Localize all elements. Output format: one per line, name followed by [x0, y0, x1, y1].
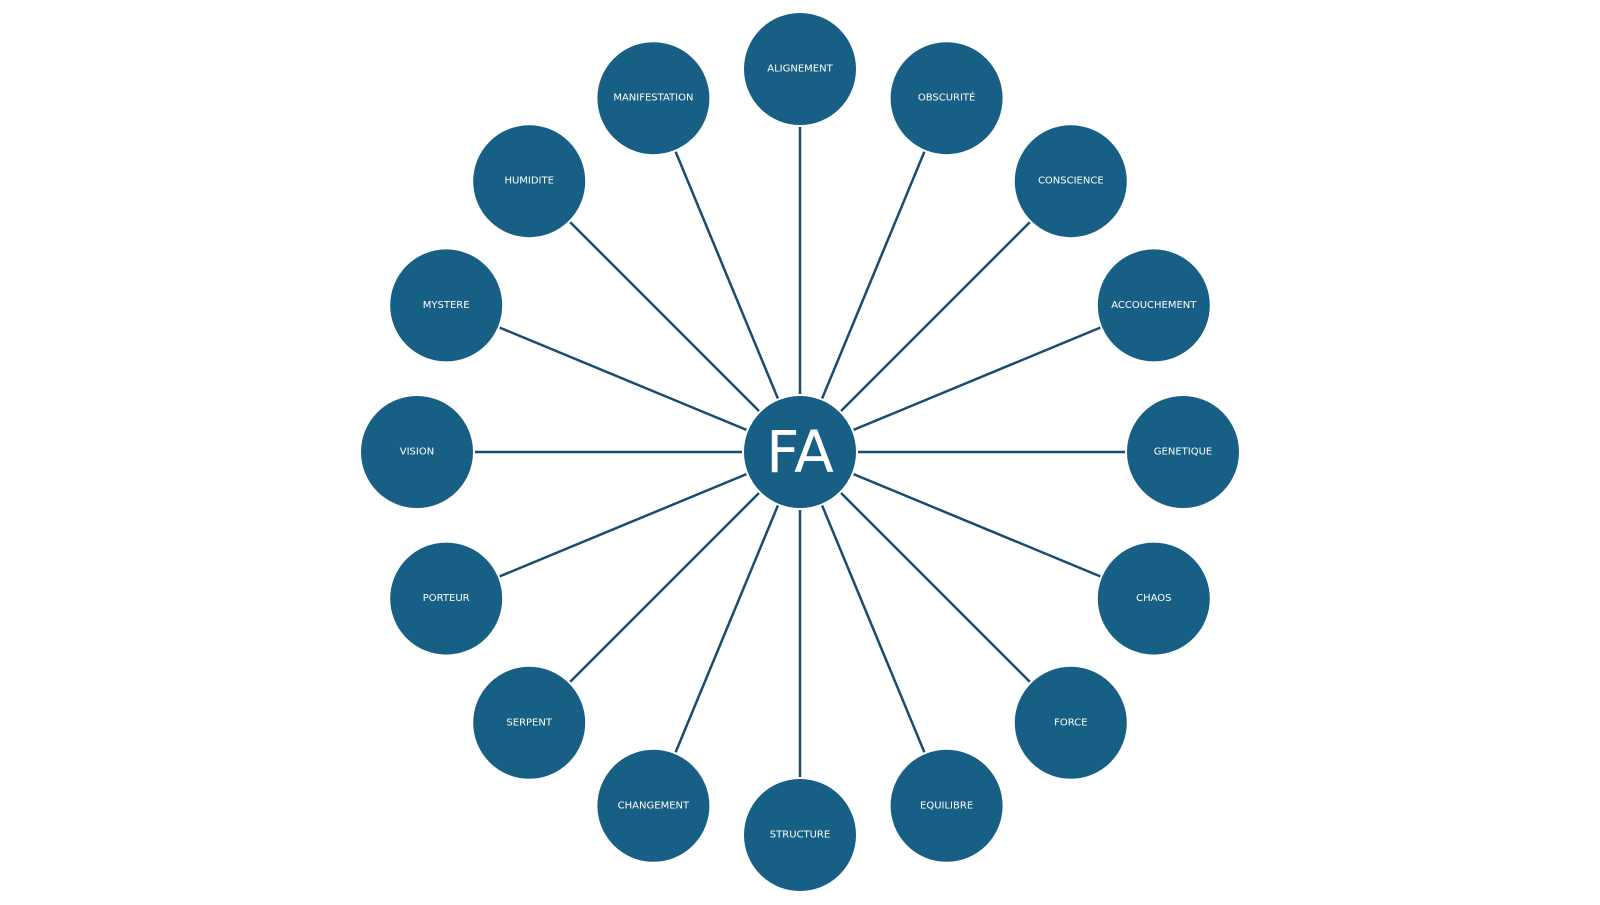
node: SERPENT	[471, 664, 588, 781]
node-circle	[595, 40, 712, 157]
node-circle	[471, 123, 588, 240]
node: GENETIQUE	[1125, 394, 1241, 510]
node: CHAOS	[1095, 540, 1212, 657]
node-circle	[471, 664, 588, 781]
node-label: EQUILIBRE	[920, 800, 973, 811]
node-circle	[388, 247, 505, 364]
node-label: MANIFESTATION	[613, 93, 693, 104]
node-circle	[742, 777, 858, 893]
connector-line	[838, 490, 1033, 685]
node: ALIGNEMENT	[742, 11, 858, 127]
node: MANIFESTATION	[595, 40, 712, 157]
spokes	[472, 124, 1128, 780]
connector-line	[567, 490, 762, 685]
node-label: CONSCIENCE	[1038, 176, 1104, 187]
node-label: VISION	[400, 447, 434, 458]
node: STRUCTURE	[742, 777, 858, 893]
node-label: ALIGNEMENT	[767, 64, 833, 75]
node-circle	[1095, 540, 1212, 657]
node-label: MYSTERE	[423, 300, 470, 311]
node: ACCOUCHEMENT	[1095, 247, 1212, 364]
node-label: OBSCURITÉ	[918, 91, 976, 104]
node-label: HUMIDITE	[504, 176, 554, 187]
connector-line	[673, 148, 781, 402]
node-circle	[1095, 247, 1212, 364]
node: FORCE	[1012, 664, 1129, 781]
connector-line	[567, 219, 762, 414]
node-label: FORCE	[1054, 717, 1087, 728]
node: CHANGEMENT	[595, 747, 712, 864]
node: OBSCURITÉ	[888, 40, 1005, 157]
node: CONSCIENCE	[1012, 123, 1129, 240]
node-label: ACCOUCHEMENT	[1111, 300, 1197, 311]
node-circle	[595, 747, 712, 864]
connector-line	[838, 219, 1033, 414]
connector-line	[819, 502, 927, 756]
node: MYSTERE	[388, 247, 505, 364]
center-label: FA	[766, 418, 834, 486]
connector-line	[496, 325, 750, 433]
node-circle	[888, 40, 1005, 157]
node-label: CHAOS	[1136, 593, 1171, 604]
connector-line	[850, 325, 1104, 433]
node-circle	[742, 11, 858, 127]
node-label: STRUCTURE	[770, 830, 830, 841]
connector-line	[496, 471, 750, 579]
node-label: PORTEUR	[423, 593, 470, 604]
connector-line	[819, 148, 927, 402]
node-label: CHANGEMENT	[618, 800, 690, 811]
outer-nodes: ALIGNEMENT OBSCURITÉ CONSCIENCE ACCOUCHEMEN…	[359, 11, 1241, 893]
node-circle	[1012, 123, 1129, 240]
connector-line	[673, 502, 781, 756]
center-circle	[742, 394, 858, 510]
node-circle	[888, 747, 1005, 864]
node: VISION	[359, 394, 475, 510]
node: HUMIDITE	[471, 123, 588, 240]
node-circle	[388, 540, 505, 657]
node: PORTEUR	[388, 540, 505, 657]
node-label: GENETIQUE	[1154, 447, 1212, 458]
node: EQUILIBRE	[888, 747, 1005, 864]
node-label: SERPENT	[506, 717, 552, 728]
connector-line	[850, 471, 1104, 579]
node-circle	[1125, 394, 1241, 510]
node-circle	[1012, 664, 1129, 781]
node-circle	[359, 394, 475, 510]
center-node: FA	[742, 394, 858, 510]
